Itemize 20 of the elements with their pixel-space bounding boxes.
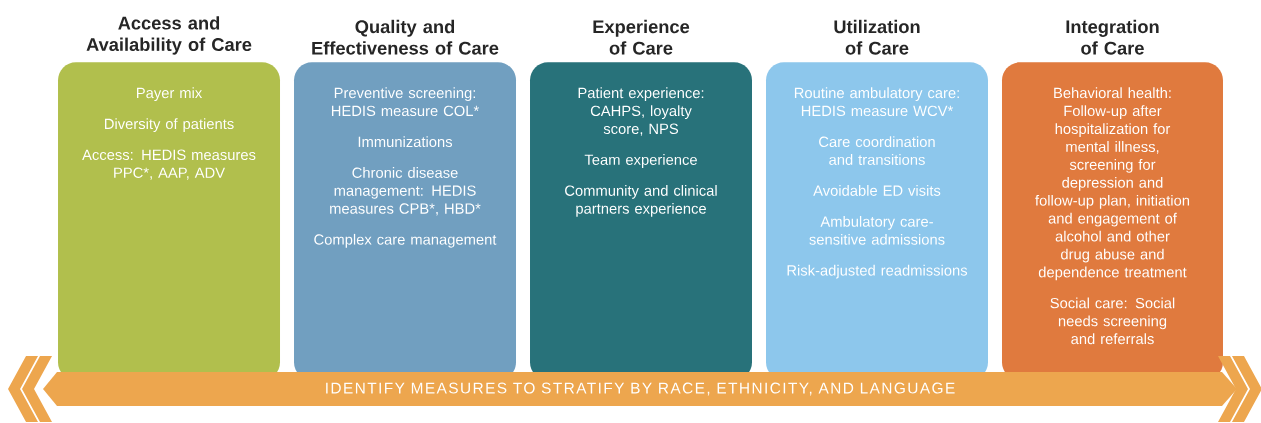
column-heading: Access and Availability of Care <box>86 16 252 55</box>
measure-list: Patient experience: CAHPS, loyalty score, NPS Team experience Community and clinical partners experience <box>565 87 717 217</box>
node-label: Immunizations <box>358 136 453 148</box>
node-label: Routine ambulatory care: HEDIS measure WCV* <box>794 87 959 117</box>
node-label: Ambulatory care-sensitive admissions <box>809 215 945 245</box>
measure-list: Behavioral health: Follow-up after hospitalization for mental illness, screening for depression and follow-up plan, initiation and engagement of alcohol and other drug abuse and dependence treatment Social care: Social needs screening and referrals <box>1035 87 1190 345</box>
measure-list: Payer mix Diversity of patients Access: HEDIS measures PPC*, AAP, ADV <box>82 87 256 180</box>
column-heading: Quality and Effectiveness of Care <box>312 19 499 55</box>
column-heading: Utilization of Care <box>834 19 920 55</box>
node-label: Chronic disease management: HEDIS measures CPB*, HBD* <box>330 167 481 216</box>
column-heading: Experience of Care <box>593 19 690 55</box>
node-label: IDENTIFY MEASURES TO STRATIFY BY RACE, ETHNICITY, AND LANGUAGE <box>326 382 955 396</box>
node-label: Preventive screening: HEDIS measure COL* <box>331 87 479 117</box>
measure-list: Preventive screening: HEDIS measure COL* Immunizations Chronic disease management: HEDIS measures CPB*, HBD* Complex care management <box>314 87 497 248</box>
node-label: Care coordination and transitions <box>819 136 935 165</box>
node-label: Complex care management <box>314 233 497 248</box>
column-heading: Integration of Care <box>1066 19 1159 55</box>
measure-list: Routine ambulatory care: HEDIS measure WCV* Care coordination and transitions Avoidable ED visits Ambulatory care-sensitive admissions Risk-adjusted readmissions <box>787 87 968 279</box>
node-label: Risk-adjusted readmissions <box>787 264 968 279</box>
node-label: Avoidable ED visits <box>813 185 941 196</box>
